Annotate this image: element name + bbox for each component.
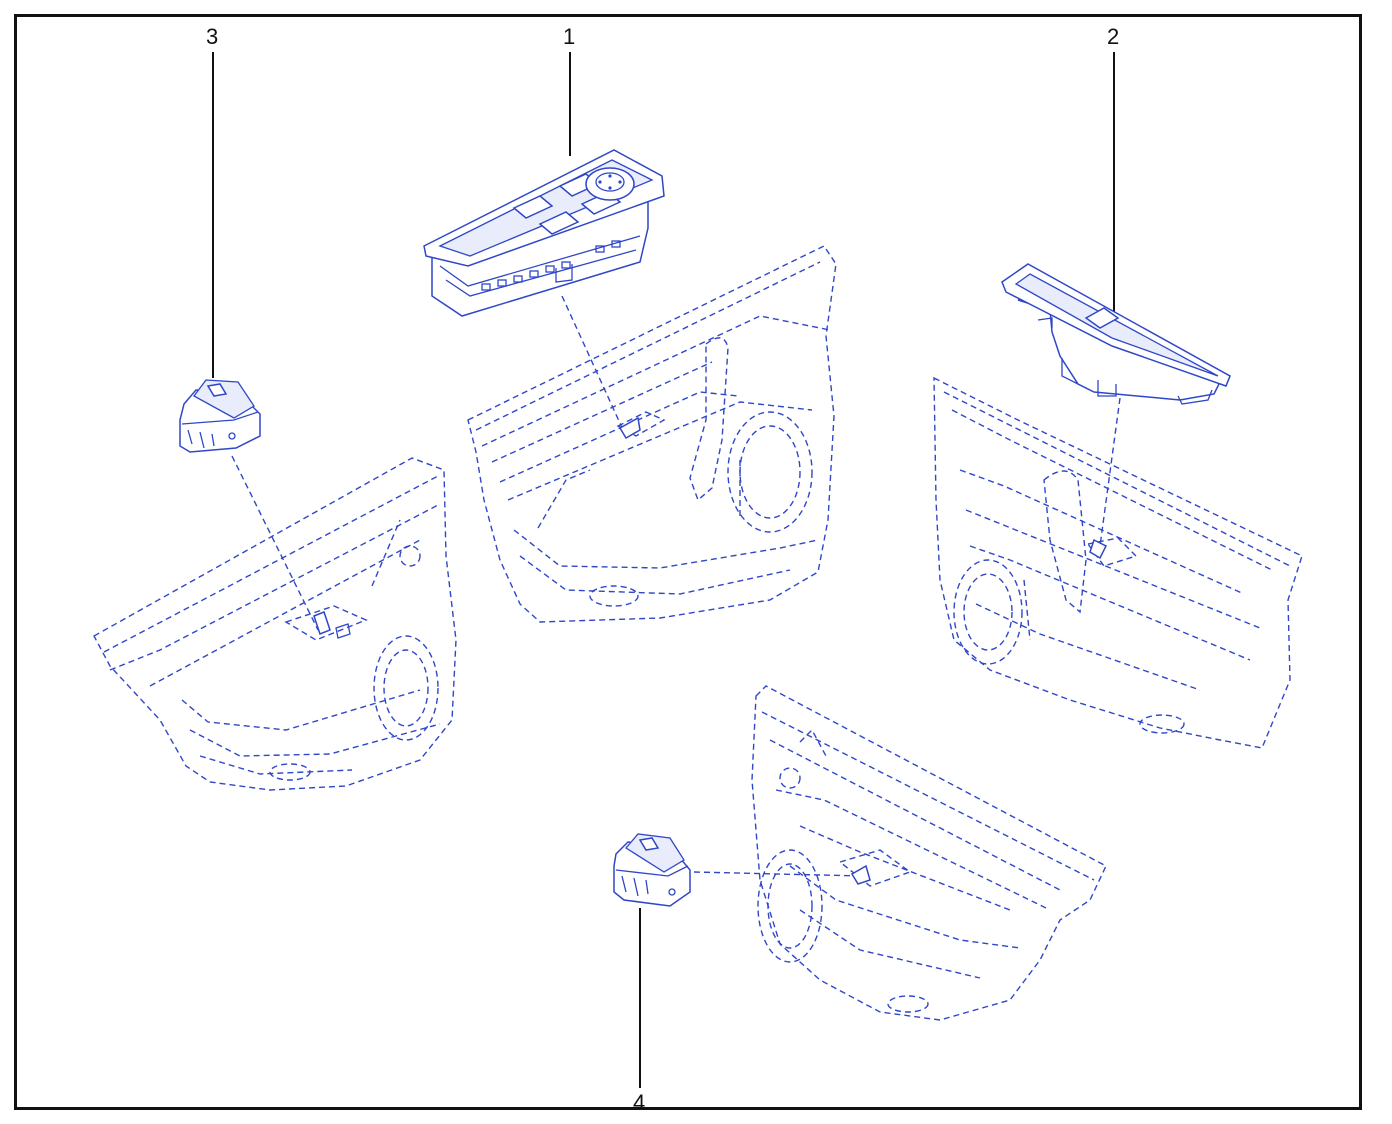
switch-pad-icon	[538, 211, 580, 235]
switch-cutout-icon	[1089, 538, 1108, 560]
switch-cutout-icon	[313, 611, 331, 635]
door-panel-front-right	[933, 376, 1303, 749]
door-panel-rear-right	[751, 685, 1107, 1021]
part-1-driver-switch-panel	[423, 149, 665, 317]
switch-pad-icon	[512, 195, 554, 219]
switch-pad-icon	[1084, 307, 1120, 329]
part-3-rear-left-switch	[179, 379, 261, 453]
switch-pad-icon	[206, 383, 228, 397]
part-4-rear-right-switch	[613, 833, 691, 907]
callout-4: 4	[633, 908, 645, 1115]
diagram-frame	[14, 14, 1362, 1110]
part-1-projection-line	[561, 295, 625, 433]
part-2-projection-line	[1099, 397, 1121, 547]
switch-pad-icon	[638, 837, 660, 851]
callout-3-label: 3	[206, 24, 218, 49]
part-2-passenger-switch	[1001, 263, 1231, 405]
part-3-projection-line	[231, 455, 319, 631]
door-panel-rear-left	[93, 457, 457, 791]
callout-2-label: 2	[1107, 24, 1119, 49]
switch-cutout-icon	[850, 864, 871, 885]
callout-2: 2	[1107, 24, 1119, 316]
switch-cutout-icon	[618, 416, 641, 440]
door-panel-front-left	[467, 245, 837, 623]
mirror-knob-icon	[585, 167, 635, 201]
callout-4-label: 4	[633, 1090, 645, 1115]
part-4-projection-line	[693, 871, 863, 877]
callout-3: 3	[206, 24, 218, 378]
callout-1-label: 1	[563, 24, 575, 49]
callout-1: 1	[563, 24, 575, 156]
